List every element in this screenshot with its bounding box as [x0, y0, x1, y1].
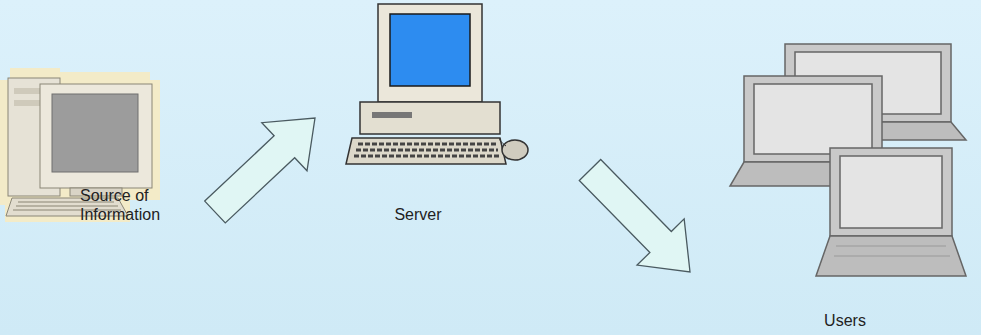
computer-node: Source of Information	[0, 55, 215, 245]
node-label: Users	[812, 311, 878, 330]
block-arrow	[579, 159, 690, 272]
node-label: Source of Information	[80, 186, 180, 224]
computer-node: Server	[315, 0, 590, 235]
laptop-icons	[730, 44, 966, 276]
computer-node: Users	[690, 30, 975, 335]
server-computer-icon	[346, 4, 528, 164]
block-arrow	[205, 118, 315, 223]
node-label: Server	[385, 205, 451, 224]
